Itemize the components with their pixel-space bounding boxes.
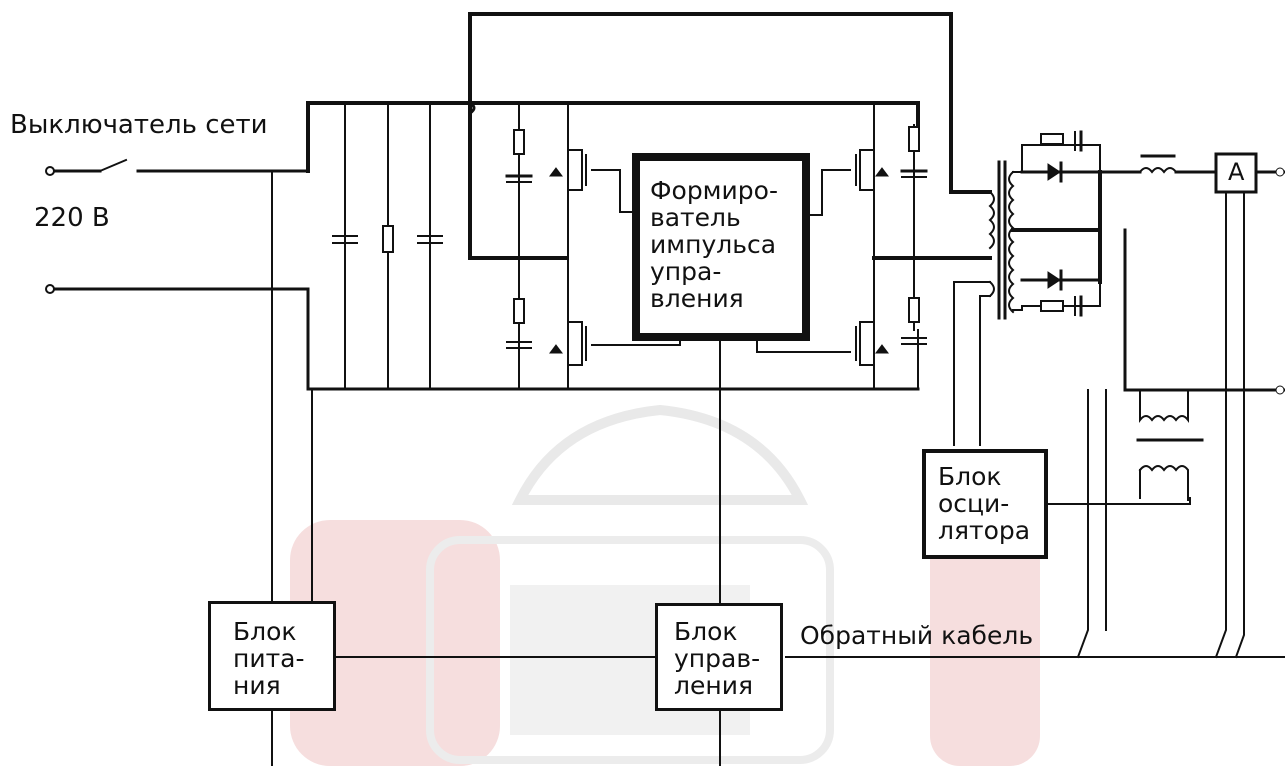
terminal-dot-top — [45, 166, 55, 176]
control-unit-block: Блок управ- ления — [655, 603, 783, 711]
oscillator-block: Блок осци- лятора — [922, 449, 1048, 559]
pulse-former-line-3: импульса — [650, 230, 777, 259]
pulse-former-block: Формиро- ватель импульса упра- вления — [632, 153, 810, 341]
power-supply-line-2: пита- — [233, 644, 305, 673]
control-unit-line-1: Блок — [674, 617, 738, 646]
power-supply-line-1: Блок — [233, 617, 297, 646]
return-cable-label: Обратный кабель — [800, 621, 1034, 650]
ammeter-label: A — [1228, 158, 1245, 186]
pulse-former-line-2: ватель — [650, 203, 741, 232]
oscillator-line-3: лятора — [938, 516, 1031, 545]
terminal-dot-bottom — [45, 284, 55, 294]
oscillator-line-2: осци- — [938, 489, 1010, 518]
pulse-former-line-4: упра- — [650, 257, 722, 286]
control-unit-line-2: управ- — [674, 644, 761, 673]
power-supply-line-3: ния — [233, 671, 281, 700]
pulse-former-line-1: Формиро- — [650, 176, 778, 205]
pulse-former-line-5: вления — [650, 284, 744, 313]
mains-switch-label: Выключатель сети — [10, 110, 268, 140]
control-unit-line-3: ления — [674, 671, 753, 700]
voltage-label: 220 В — [34, 203, 110, 233]
power-supply-block: Блок пита- ния — [208, 601, 336, 711]
oscillator-line-1: Блок — [938, 462, 1002, 491]
